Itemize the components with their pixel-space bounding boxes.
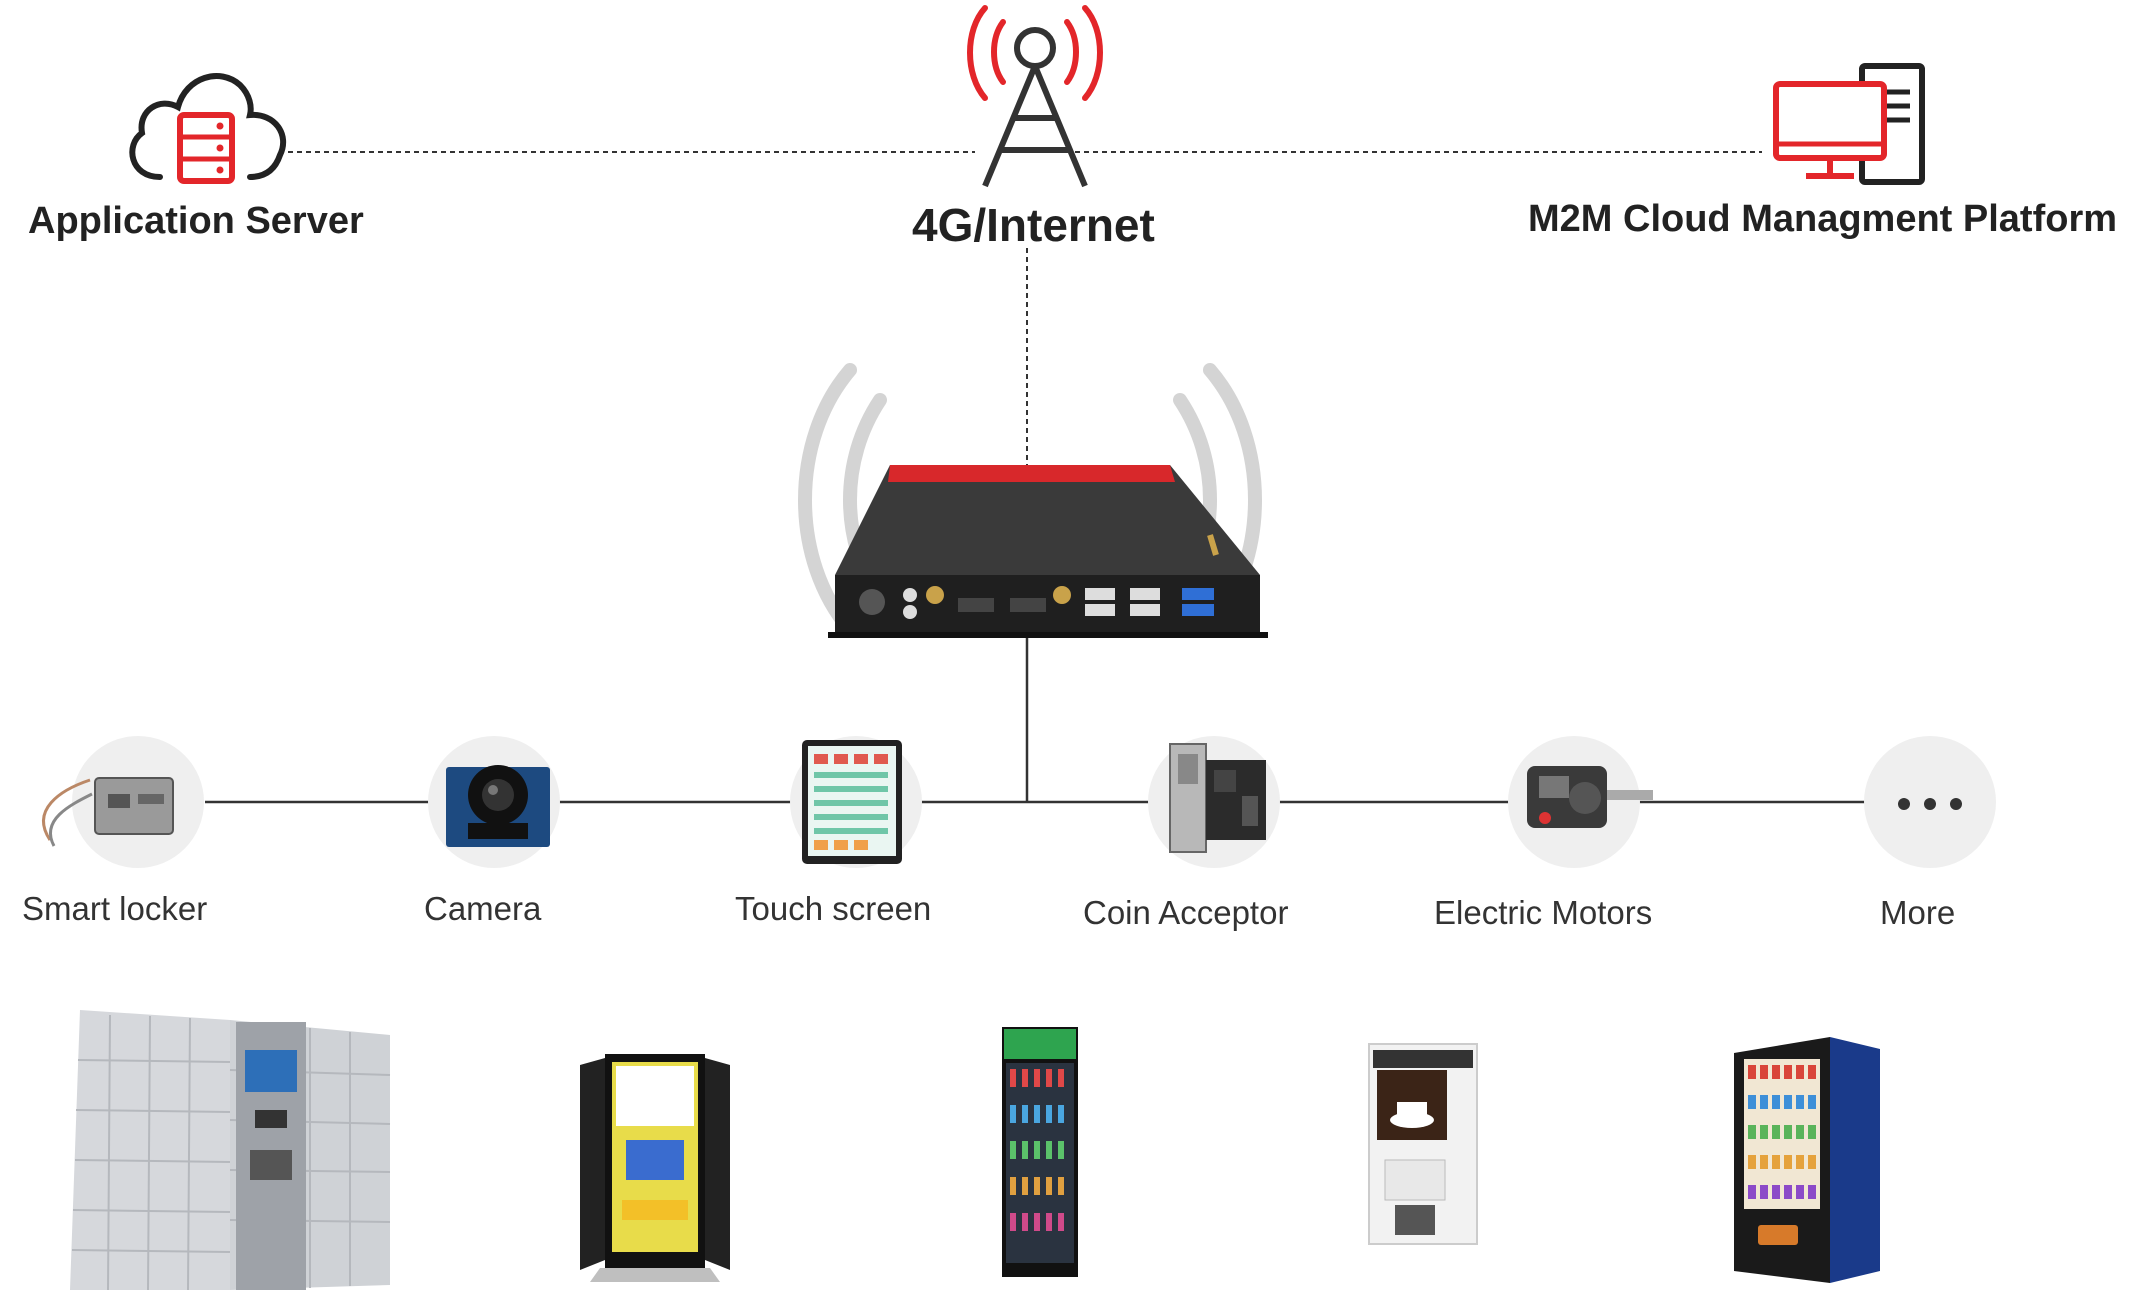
cloud-platform-label: M2M Cloud Managment Platform	[1528, 198, 2118, 240]
device-label-more: More	[1880, 894, 1956, 931]
application-server-label: Application Server	[28, 200, 364, 242]
device-label-touch-screen: Touch screen	[735, 890, 932, 927]
device-label-camera: Camera	[424, 890, 542, 927]
coin-acceptor-icon	[1169, 743, 1266, 853]
beverage-fridge-image	[1002, 1027, 1078, 1277]
parcel-locker-image	[70, 1010, 391, 1291]
cloud-server-icon	[129, 73, 287, 184]
device-label-coin-acceptor: Coin Acceptor	[1083, 894, 1289, 931]
smart-locker-icon	[42, 777, 174, 847]
tablet-icon	[802, 740, 902, 864]
coffee-machine-image	[1368, 1043, 1478, 1245]
computer-monitor-icon	[1773, 63, 1925, 185]
digital-signage-image	[580, 1054, 730, 1282]
industrial-router-icon	[798, 363, 1268, 638]
device-label-smart-locker: Smart locker	[22, 890, 208, 927]
internet-label: 4G/Internet	[912, 199, 1155, 251]
electric-motor-icon	[1527, 766, 1653, 828]
device-label-electric-motors: Electric Motors	[1434, 894, 1653, 931]
camera-icon	[446, 765, 550, 847]
more-dots-icon	[1898, 798, 1962, 810]
vending-machine-image	[1734, 1037, 1880, 1283]
antenna-tower-icon	[967, 5, 1103, 188]
